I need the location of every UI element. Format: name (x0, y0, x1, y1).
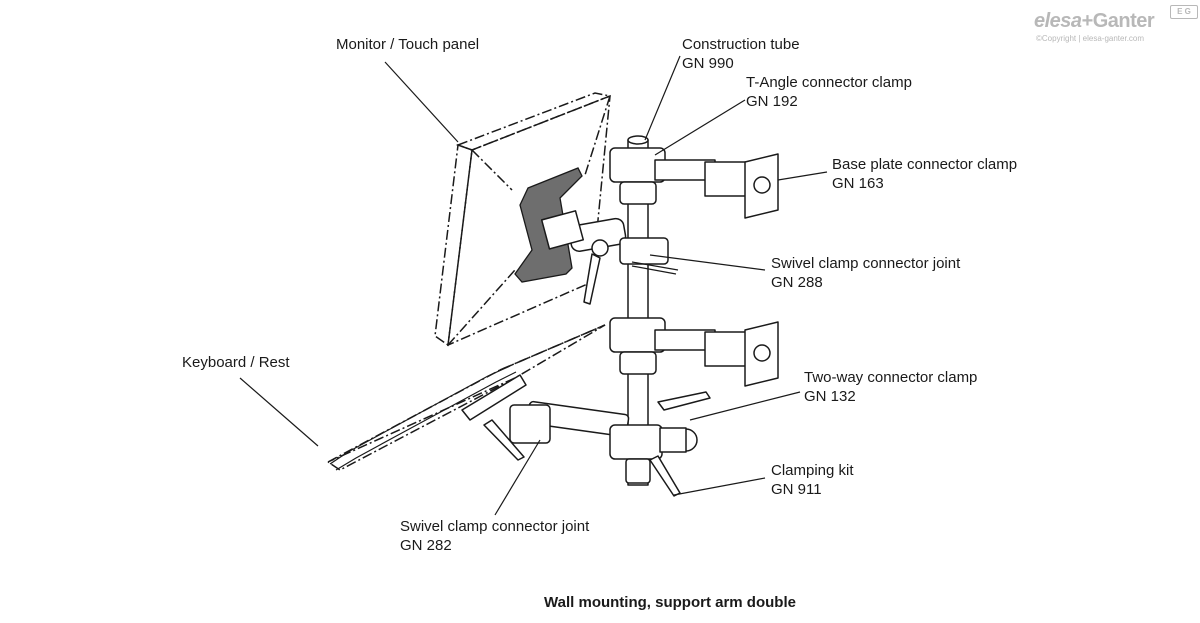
label-base-plate-code: GN 163 (832, 175, 884, 192)
label-construction-tube-code: GN 990 (682, 55, 734, 72)
label-swivel-282: Swivel clamp connector joint GN 282 (400, 517, 589, 555)
label-construction-tube: Construction tube GN 990 (682, 35, 800, 73)
logo-brand-elesa: elesa (1034, 10, 1082, 32)
label-monitor-text: Monitor / Touch panel (336, 36, 480, 53)
label-keyboard: Keyboard / Rest (182, 353, 290, 372)
leader-lines (239, 55, 828, 516)
label-construction-tube-title: Construction tube (682, 36, 800, 53)
label-base-plate-title: Base plate connector clamp (832, 156, 1018, 173)
keyboard-arm (461, 374, 711, 497)
keyboard-outline (327, 324, 606, 471)
label-t-angle-code: GN 192 (746, 93, 798, 110)
label-keyboard-text: Keyboard / Rest (182, 354, 290, 371)
label-swivel-288: Swivel clamp connector joint GN 288 (771, 254, 960, 292)
label-t-angle: T-Angle connector clamp GN 192 (746, 73, 912, 111)
upper-arm (609, 147, 779, 219)
label-swivel-282-code: GN 282 (400, 537, 452, 554)
label-clamping-kit-title: Clamping kit (771, 462, 854, 479)
label-swivel-288-code: GN 288 (771, 274, 823, 291)
label-monitor: Monitor / Touch panel (336, 35, 479, 54)
figure-caption: Wall mounting, support arm double (544, 594, 796, 611)
label-clamping-kit-code: GN 911 (771, 481, 822, 498)
label-clamping-kit: Clamping kit GN 911 (771, 461, 854, 499)
label-swivel-288-title: Swivel clamp connector joint (771, 255, 961, 272)
label-two-way-code: GN 132 (804, 388, 856, 405)
label-two-way-title: Two-way connector clamp (804, 369, 978, 386)
logo-copyright: ©Copyright | elesa-ganter.com (1036, 34, 1145, 43)
middle-arm (540, 210, 679, 305)
lower-arm (609, 317, 779, 387)
label-base-plate: Base plate connector clamp GN 163 (832, 155, 1017, 193)
elesa-ganter-logo: elesa+Ganter ©Copyright | elesa-ganter.c… (1034, 5, 1198, 43)
label-two-way: Two-way connector clamp GN 132 (804, 368, 977, 406)
label-t-angle-title: T-Angle connector clamp (746, 74, 912, 91)
logo-brand-ganter: +Ganter (1081, 10, 1155, 32)
monitor-outline (434, 92, 613, 347)
logo-badge: E G (1170, 5, 1198, 19)
label-swivel-282-title: Swivel clamp connector joint (400, 518, 590, 535)
